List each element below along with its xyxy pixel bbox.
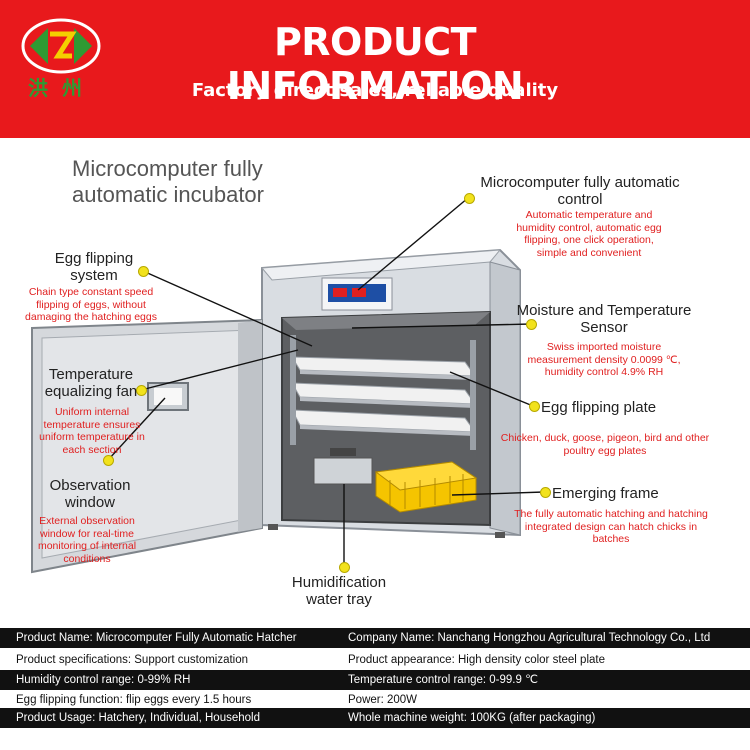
page-title: PRODUCT INFORMATION xyxy=(226,20,524,108)
callout-label-plate: Egg flipping plate xyxy=(541,399,657,416)
callout-desc-control: Automatic temperature and humidity contr… xyxy=(516,209,662,259)
spec-right: Temperature control range: 0-99.9 ℃ xyxy=(348,674,538,686)
callout-desc-plate: Chicken, duck, goose, pigeon, bird and o… xyxy=(500,432,710,457)
spec-row: Product Usage: Hatchery, Individual, Hou… xyxy=(0,708,750,728)
callout-dot-sensor xyxy=(526,319,537,330)
callout-label-fan: Temperature equalizing fan xyxy=(44,366,138,400)
spec-right: Company Name: Nanchang Hongzhou Agricult… xyxy=(348,632,711,644)
callout-desc-fan: Uniform internal temperature ensures uni… xyxy=(39,406,145,456)
callout-desc-window: External observation window for real-tim… xyxy=(37,515,137,565)
callout-desc-sensor: Swiss imported moisture measurement dens… xyxy=(527,341,681,378)
spec-left: Product Name: Microcomputer Fully Automa… xyxy=(16,632,297,644)
callout-label-window: Observation window xyxy=(49,477,131,511)
callout-dot-plate xyxy=(529,401,540,412)
egg-tray-3 xyxy=(291,409,477,436)
logo-text: 洪州 xyxy=(28,76,96,100)
callout-dot-window xyxy=(103,455,114,466)
header-banner: 洪州 PRODUCT INFORMATION Factory direct sa… xyxy=(0,0,750,138)
callout-label-frame: Emerging frame xyxy=(552,485,659,502)
callout-dot-fan xyxy=(136,385,147,396)
spec-row: Product specifications: Support customiz… xyxy=(0,650,750,670)
incubator-illustration xyxy=(31,197,545,574)
spec-right: Power: 200W xyxy=(348,694,418,706)
callout-label-control: Microcomputer fully automatic control xyxy=(480,174,680,208)
spec-left: Product specifications: Support customiz… xyxy=(16,654,249,666)
page-subtitle: Factory direct sales, reliable quality xyxy=(191,80,559,101)
spec-left: Humidity control range: 0-99% RH xyxy=(16,674,191,686)
spec-row: Product Name: Microcomputer Fully Automa… xyxy=(0,628,750,648)
spec-right: Product appearance: High density color s… xyxy=(348,654,605,666)
callout-label-sensor: Moisture and Temperature Sensor xyxy=(516,302,692,336)
spec-row: Egg flipping function: flip eggs every 1… xyxy=(0,690,750,710)
spec-left: Product Usage: Hatchery, Individual, Hou… xyxy=(16,712,260,724)
callout-dot-frame xyxy=(540,487,551,498)
callout-desc-frame: The fully automatic hatching and hatchin… xyxy=(514,508,708,545)
callout-label-tray: Humidification water tray xyxy=(291,574,387,608)
spec-right: Whole machine weight: 100KG (after packa… xyxy=(348,712,596,724)
spec-left: Egg flipping function: flip eggs every 1… xyxy=(16,694,252,706)
company-logo xyxy=(21,18,101,74)
product-title: Microcomputer fully automatic incubator xyxy=(72,156,264,207)
callout-desc-flipping: Chain type constant speed flipping of eg… xyxy=(25,286,157,323)
callout-dot-flipping xyxy=(138,266,149,277)
callout-dot-tray xyxy=(339,562,350,573)
callout-label-flipping: Egg flipping system xyxy=(54,250,134,284)
spec-row: Humidity control range: 0-99% RH Tempera… xyxy=(0,670,750,690)
callout-dot-control xyxy=(464,193,475,204)
